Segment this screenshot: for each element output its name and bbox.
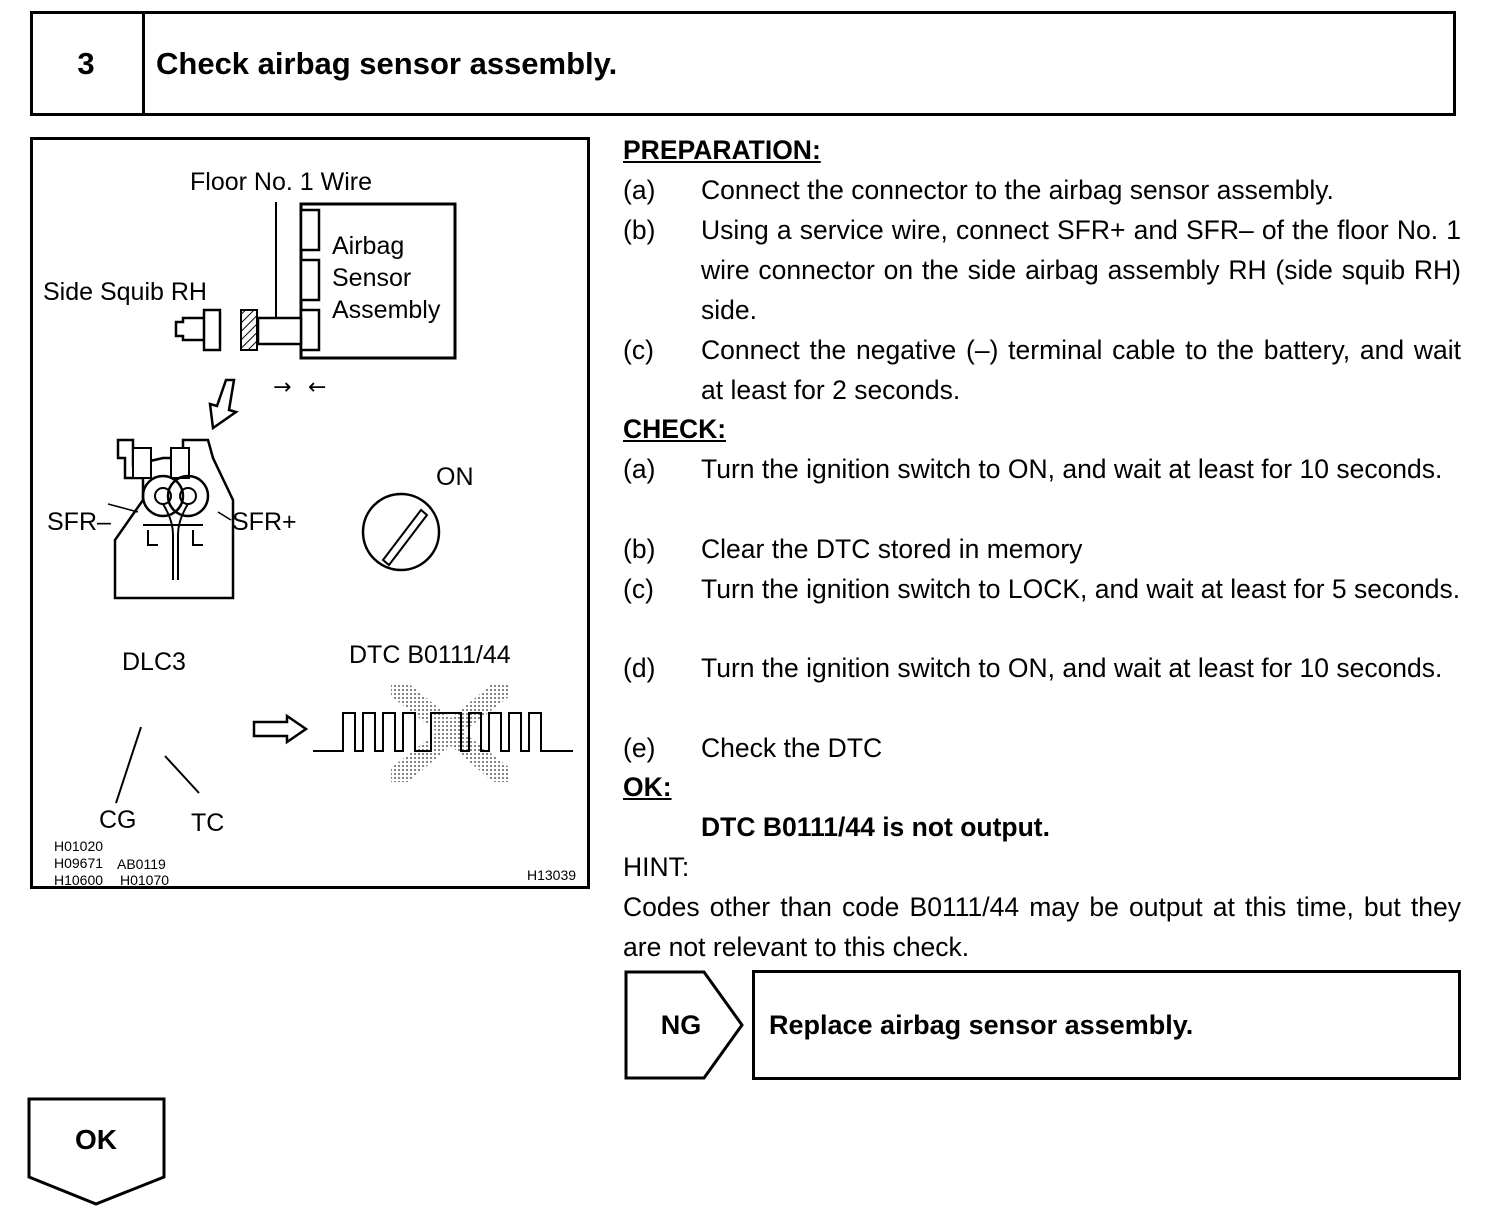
check-item: Check the DTC xyxy=(701,733,883,763)
floor-wire-label: Floor No. 1 Wire xyxy=(190,168,372,196)
side-squib-label: Side Squib RH xyxy=(43,278,207,306)
preparation-item: Connect the negative (–) terminal cable … xyxy=(701,335,1461,405)
figure-code: H10600 xyxy=(54,872,104,888)
step-header-box xyxy=(30,11,1456,116)
check-item: Clear the DTC stored in memory xyxy=(701,534,1083,564)
ok-result: DTC B0111/44 is not output. xyxy=(701,812,1050,842)
item-label: (a) xyxy=(623,175,656,205)
ng-label: NG xyxy=(660,1009,702,1040)
cross-out-mark xyxy=(391,683,510,782)
preparation-heading: PREPARATION: xyxy=(623,135,821,165)
airbag-label-line3: Assembly xyxy=(332,296,441,324)
ng-arrow-box xyxy=(624,970,744,1080)
preparation-item: Connect the connector to the airbag sens… xyxy=(701,175,1334,205)
svg-text:→: → xyxy=(273,375,291,400)
step-number: 3 xyxy=(77,45,95,81)
down-arrow-icon xyxy=(208,378,239,431)
figure-code: H13039 xyxy=(527,867,577,883)
tc-label: TC xyxy=(191,809,225,837)
preparation-item: Using a service wire, connect SFR+ and S… xyxy=(701,215,1461,325)
hint-heading: HINT: xyxy=(623,852,690,882)
side-squib-connector xyxy=(202,308,222,352)
ng-action: Replace airbag sensor assembly. xyxy=(752,970,1461,1080)
ok-heading: OK: xyxy=(623,772,672,802)
sfr-minus-label: SFR– xyxy=(47,508,111,536)
check-item: Turn the ignition switch to ON, and wait… xyxy=(701,653,1443,683)
dlc3-label: DLC3 xyxy=(122,648,186,676)
header-divider xyxy=(142,11,145,116)
step-title: Check airbag sensor assembly. xyxy=(156,45,618,81)
item-label: (c) xyxy=(623,574,654,604)
item-label: (c) xyxy=(623,335,654,365)
figure-code: H01070 xyxy=(120,872,170,888)
item-label: (b) xyxy=(623,215,656,245)
item-label: (d) xyxy=(623,653,656,683)
airbag-label-line2: Sensor xyxy=(332,264,412,292)
on-label: ON xyxy=(436,463,474,491)
item-label: (b) xyxy=(623,534,656,564)
sfr-plus-label: SFR+ xyxy=(232,508,297,536)
dtc-label: DTC B0111/44 xyxy=(349,641,511,669)
hatched-connector xyxy=(240,309,258,351)
dtc-waveform xyxy=(313,712,573,752)
right-arrow-icon xyxy=(252,713,309,745)
figure-code: AB0119 xyxy=(117,856,166,872)
check-item: Turn the ignition switch to LOCK, and wa… xyxy=(701,574,1461,604)
diagram-drawing: → ← xyxy=(107,202,573,804)
item-label: (e) xyxy=(623,733,656,763)
figure-code: H01020 xyxy=(54,838,104,854)
airbag-label-line1: Airbag xyxy=(332,232,405,260)
ok-flow-label: OK xyxy=(75,1124,117,1155)
item-label: (a) xyxy=(623,454,656,484)
ignition-switch-icon xyxy=(361,492,441,572)
hint-text: Codes other than code B0111/44 may be ou… xyxy=(623,892,1461,962)
svg-text:←: ← xyxy=(308,375,326,400)
check-heading: CHECK: xyxy=(623,414,727,444)
floor-wire-connector xyxy=(256,316,303,346)
check-item: Turn the ignition switch to ON, and wait… xyxy=(701,454,1443,484)
ok-arrow-box xyxy=(27,1097,166,1206)
cg-label: CG xyxy=(99,806,137,834)
figure-code: H09671 xyxy=(54,855,104,871)
diagram-figure: → ← Floor No. 1 Wire Airbag Sensor Assem… xyxy=(30,137,590,889)
